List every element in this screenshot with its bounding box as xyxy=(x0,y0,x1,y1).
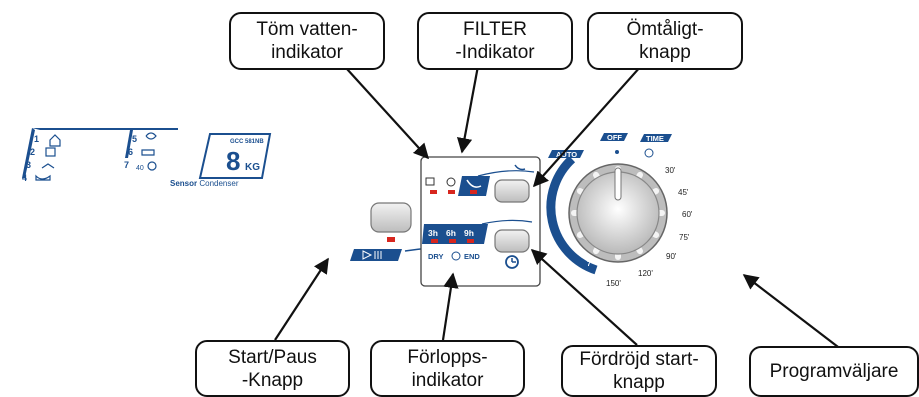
delay-3h-led xyxy=(431,239,438,243)
callout-program-selector: Programväljare xyxy=(749,346,919,397)
arrow-drain xyxy=(346,68,430,160)
program-legend-right: 5 6 7 40 xyxy=(124,130,157,172)
program-number-2: 2 xyxy=(30,147,35,157)
hanger-icon xyxy=(41,163,55,169)
brand-bold: Sensor xyxy=(170,179,197,188)
callout-drain-indicator: Töm vatten- indikator xyxy=(229,12,385,70)
program-number-7: 7 xyxy=(124,160,129,170)
time-label-plate xyxy=(640,134,672,142)
delay-3h-label: 3h xyxy=(428,228,438,238)
temp-40-label: 40 xyxy=(136,165,144,172)
drain-water-led xyxy=(430,190,437,194)
off-label-plate xyxy=(600,133,628,141)
filter-icon xyxy=(446,177,456,187)
time-150: 150' xyxy=(606,279,621,288)
callout-delicate-button: Ömtåligt- knapp xyxy=(587,12,743,70)
program-dial: AUTO OFF TIME 1 2 3 4 5 6 7 30' 45' 60' … xyxy=(546,133,693,288)
ring-number-1: 1 xyxy=(586,160,590,167)
basket-icon xyxy=(35,174,51,181)
capacity-number: 8 xyxy=(226,146,240,176)
off-label: OFF xyxy=(607,133,622,142)
ring-number-3: 3 xyxy=(565,191,569,198)
program-number-list-left: 1 2 3 4 xyxy=(22,134,39,183)
delay-start-button[interactable] xyxy=(494,229,530,253)
callout-filter-indicator: FILTER -Indikator xyxy=(417,12,573,70)
time-60: 60' xyxy=(682,210,693,219)
delay-9h-label: 9h xyxy=(464,228,474,238)
arrow-selector xyxy=(742,274,843,351)
time-45: 45' xyxy=(678,188,689,197)
cupboard-dry-icon xyxy=(49,134,61,147)
arrow-filter xyxy=(456,65,480,154)
arrow-delicate xyxy=(532,65,642,188)
filter-led xyxy=(448,190,455,194)
time-label: TIME xyxy=(646,134,664,143)
callout-progress-indicator: Förlopps- indikator xyxy=(370,340,525,397)
program-number-5: 5 xyxy=(132,134,137,144)
arrow-progress xyxy=(441,272,459,341)
start-pause-label-plate xyxy=(350,249,402,261)
off-position-dot xyxy=(615,150,619,154)
time-dry-fan-icon xyxy=(644,148,654,158)
program-number-1: 1 xyxy=(34,134,39,144)
pause-bars-icon xyxy=(374,251,382,259)
play-pause-icon xyxy=(362,250,373,260)
arrow-delay xyxy=(530,248,638,346)
program-number-4: 4 xyxy=(22,173,27,183)
callout-start-pause-button: Start/Paus -Knapp xyxy=(195,340,350,397)
auto-label-plate xyxy=(548,150,584,158)
cooling-fan-icon xyxy=(451,251,461,261)
capacity-unit: KG xyxy=(245,162,260,173)
ring-number-5: 5 xyxy=(566,229,570,236)
program-legend-left: 1 2 3 4 xyxy=(22,128,178,183)
delay-9h-led xyxy=(467,239,474,243)
time-90: 90' xyxy=(666,252,677,261)
dry-label: DRY xyxy=(428,252,444,261)
auto-program-arc xyxy=(546,155,598,275)
delay-6h-led xyxy=(449,239,456,243)
wool-icon xyxy=(145,132,157,140)
delicate-led xyxy=(470,190,477,194)
start-pause-area xyxy=(350,202,474,261)
time-120: 120' xyxy=(638,269,653,278)
ring-number-4: 4 xyxy=(563,210,567,217)
delicate-symbol-icon xyxy=(514,164,526,171)
knob-indicator xyxy=(614,167,622,201)
arrow-startpause xyxy=(274,257,329,341)
delay-clock-icon xyxy=(505,255,519,269)
brand-rest: Condenser xyxy=(197,179,239,188)
start-pause-led xyxy=(387,237,395,242)
iron-dry-icon xyxy=(45,147,56,157)
leader-arrows xyxy=(274,65,843,351)
end-label: END xyxy=(464,252,480,261)
delay-6h-label: 6h xyxy=(446,228,456,238)
program-number-3: 3 xyxy=(26,160,31,170)
time-30: 30' xyxy=(665,166,676,175)
ring-number-6: 6 xyxy=(574,246,578,253)
ring-number-2: 2 xyxy=(572,173,576,180)
brand-label: Sensor Condenser xyxy=(170,179,239,188)
shirts-icon xyxy=(141,149,155,156)
model-number: GCC 581NB xyxy=(230,139,264,145)
program-number-6: 6 xyxy=(128,147,133,157)
timer-40-icon xyxy=(147,161,157,171)
delicate-feather-icon xyxy=(466,179,482,188)
delicate-button[interactable] xyxy=(494,179,530,203)
drain-water-icon xyxy=(425,177,435,186)
ring-number-7: 7 xyxy=(587,261,591,268)
function-panel: 3h 6h 9h DRY END xyxy=(420,156,541,287)
auto-label: AUTO xyxy=(556,150,577,159)
delay-clock-hands xyxy=(511,258,516,263)
start-pause-button[interactable] xyxy=(370,202,412,233)
capacity-badge: 8 KG GCC 581NB Sensor Condenser xyxy=(170,133,272,188)
callout-delay-start-button: Fördröjd start- knapp xyxy=(561,345,717,397)
time-75: 75' xyxy=(679,233,690,242)
